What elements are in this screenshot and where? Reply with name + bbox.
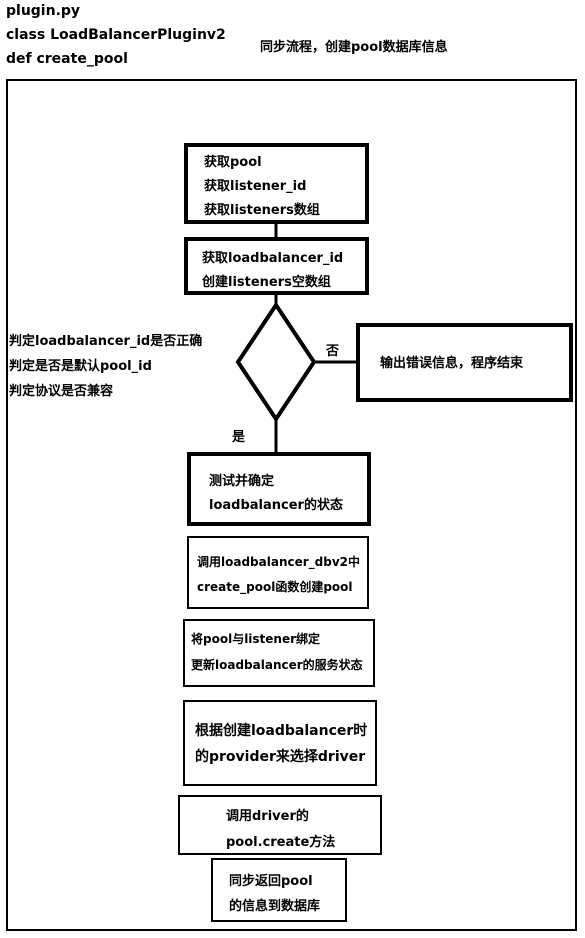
- step-text: 根据创建loadbalancer时: [195, 723, 368, 739]
- flow-description: 同步流程，创建pool数据库信息: [260, 40, 448, 55]
- decision-condition: 判定是否是默认pool_id: [9, 359, 152, 374]
- yes-label: 是: [232, 430, 246, 445]
- decision-condition: 判定loadbalancer_id是否正确: [9, 334, 203, 349]
- step-text: create_pool函数创建pool: [197, 580, 353, 594]
- step-text: 获取pool: [204, 155, 262, 170]
- step-text: 调用driver的: [226, 809, 309, 824]
- file-name: plugin.py: [6, 3, 81, 19]
- decision-condition: 判定协议是否兼容: [9, 384, 114, 399]
- step-sync-database: 同步返回pool 的信息到数据库: [211, 858, 347, 922]
- function-name: def create_pool: [6, 51, 128, 67]
- step-text: 获取loadbalancer_id: [202, 251, 344, 266]
- class-name: class LoadBalancerPluginv2: [6, 27, 226, 43]
- step-driver-create: 调用driver的 pool.create方法: [178, 795, 382, 855]
- step-select-driver: 根据创建loadbalancer时 的provider来选择driver: [183, 700, 377, 786]
- step-bind-pool-listener: 将pool与listener绑定 更新loadbalancer的服务状态: [183, 619, 375, 687]
- step-get-pool: 获取pool 获取listener_id 获取listeners数组: [184, 143, 369, 224]
- step-text: 获取listener_id: [204, 179, 307, 194]
- error-exit-box: 输出错误信息，程序结束: [356, 323, 573, 402]
- step-text: 更新loadbalancer的服务状态: [191, 658, 363, 672]
- step-get-loadbalancer: 获取loadbalancer_id 创建listeners空数组: [184, 237, 369, 295]
- step-text: 的provider来选择driver: [195, 749, 366, 765]
- step-text: 的信息到数据库: [229, 899, 321, 914]
- step-text: 调用loadbalancer_dbv2中: [197, 555, 361, 569]
- step-text: 同步返回pool: [229, 874, 313, 889]
- step-create-pool: 调用loadbalancer_dbv2中 create_pool函数创建pool: [187, 536, 369, 609]
- step-text: 测试并确定: [209, 474, 275, 489]
- step-text: 将pool与listener绑定: [191, 632, 321, 646]
- step-text: loadbalancer的状态: [209, 498, 343, 513]
- decision-diamond: [235, 301, 317, 423]
- flowchart-frame: [6, 79, 577, 931]
- step-text: pool.create方法: [226, 835, 336, 850]
- error-text: 输出错误信息，程序结束: [380, 356, 524, 371]
- step-text: 获取listeners数组: [204, 203, 320, 218]
- step-check-status: 测试并确定 loadbalancer的状态: [187, 452, 371, 526]
- no-label: 否: [326, 344, 340, 359]
- step-text: 创建listeners空数组: [202, 275, 331, 290]
